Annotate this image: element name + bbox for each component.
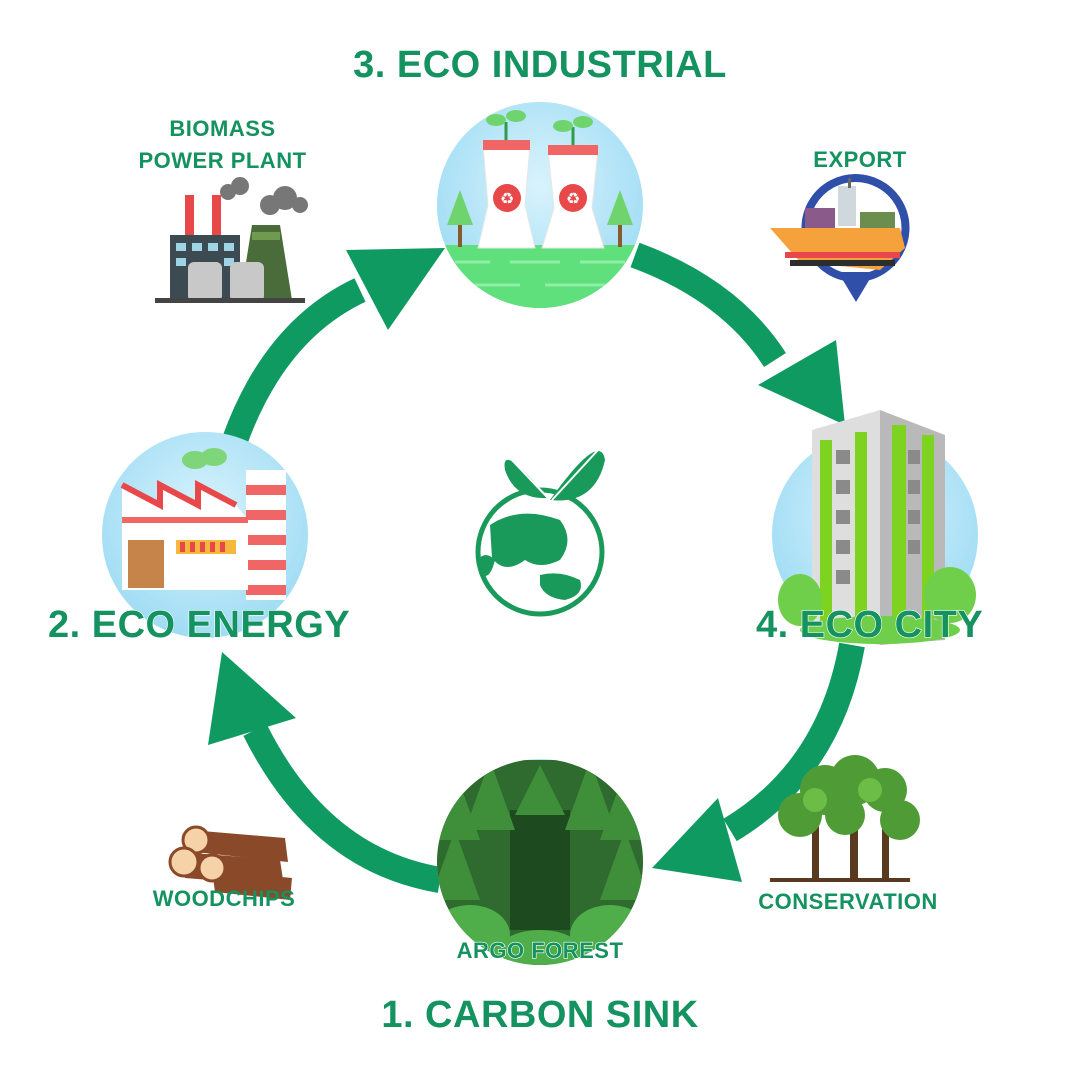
arrow-city-to-carbon [723,642,865,842]
stage-eco-industrial-label: 3. ECO INDUSTRIAL [353,44,727,86]
cycle-arrows [222,242,865,893]
arrow-industrial-to-city [630,242,786,368]
svg-text:♻: ♻ [566,189,580,208]
argo-forest-icon [437,759,643,965]
biomass-label-line1: BIOMASS [169,116,276,141]
svg-text:♻: ♻ [500,189,514,208]
arrowhead-energy [208,652,296,745]
cargo-ship-icon [770,174,910,302]
export-label: EXPORT [813,147,907,172]
arrow-carbon-to-energy [243,724,443,893]
conservation-label: CONSERVATION [758,889,938,914]
eco-energy-icon [102,432,308,638]
biomass-label-line2: POWER PLANT [138,148,307,173]
eco-industrial-icon: ♻ ♻ [437,102,643,308]
arrow-energy-to-industrial [222,278,366,445]
arrowhead-city [758,340,845,425]
woodchips-label: WOODCHIPS [152,886,296,911]
biomass-plant-label: BIOMASS POWER PLANT [120,116,325,174]
stage-eco-energy-label: 2. ECO ENERGY [47,603,351,646]
eco-city-icon [772,410,978,645]
conservation-trees-icon [770,755,920,882]
stage-eco-city-label: 4. ECO CITY [755,603,984,646]
biomass-plant-icon [155,177,308,303]
arrow-heads [208,248,845,882]
globe-leaves-icon [475,449,605,617]
woodchips-icon [168,825,292,900]
argo-forest-label: ARGO FOREST [456,937,624,963]
stage-carbon-sink-label: 1. CARBON SINK [381,994,699,1036]
arrowhead-industrial [346,248,445,330]
arrowhead-carbon [652,798,742,882]
